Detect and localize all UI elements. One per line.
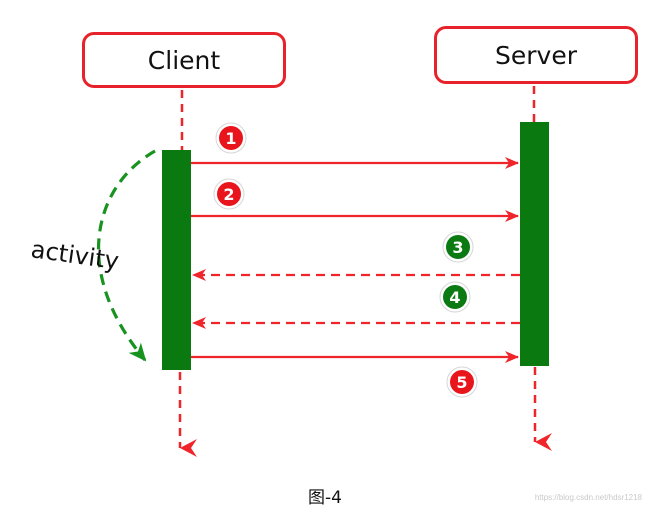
- client-activation-bar: [162, 150, 191, 370]
- step-1-badge: 1: [215, 122, 247, 154]
- server-activation-bar: [520, 122, 549, 366]
- client-actor-box: Client: [82, 32, 286, 88]
- server-label: Server: [495, 40, 577, 70]
- step-2-label: 2: [223, 185, 234, 204]
- step-3-badge: 3: [442, 231, 474, 263]
- figure-caption: 图-4: [308, 488, 342, 508]
- server-actor-box: Server: [434, 26, 638, 84]
- activity-arrow: [97, 149, 156, 362]
- step-1-label: 1: [225, 129, 236, 148]
- step-5-label: 5: [456, 373, 467, 392]
- step-5-badge: 5: [446, 366, 478, 398]
- step-4-badge: 4: [439, 281, 471, 313]
- step-4-label: 4: [449, 288, 460, 307]
- client-label: Client: [147, 45, 221, 75]
- activity-label: activity: [29, 235, 121, 275]
- source-watermark: https://blog.csdn.net/hdsr1218: [534, 493, 642, 502]
- step-3-label: 3: [452, 238, 463, 257]
- step-2-badge: 2: [213, 178, 245, 210]
